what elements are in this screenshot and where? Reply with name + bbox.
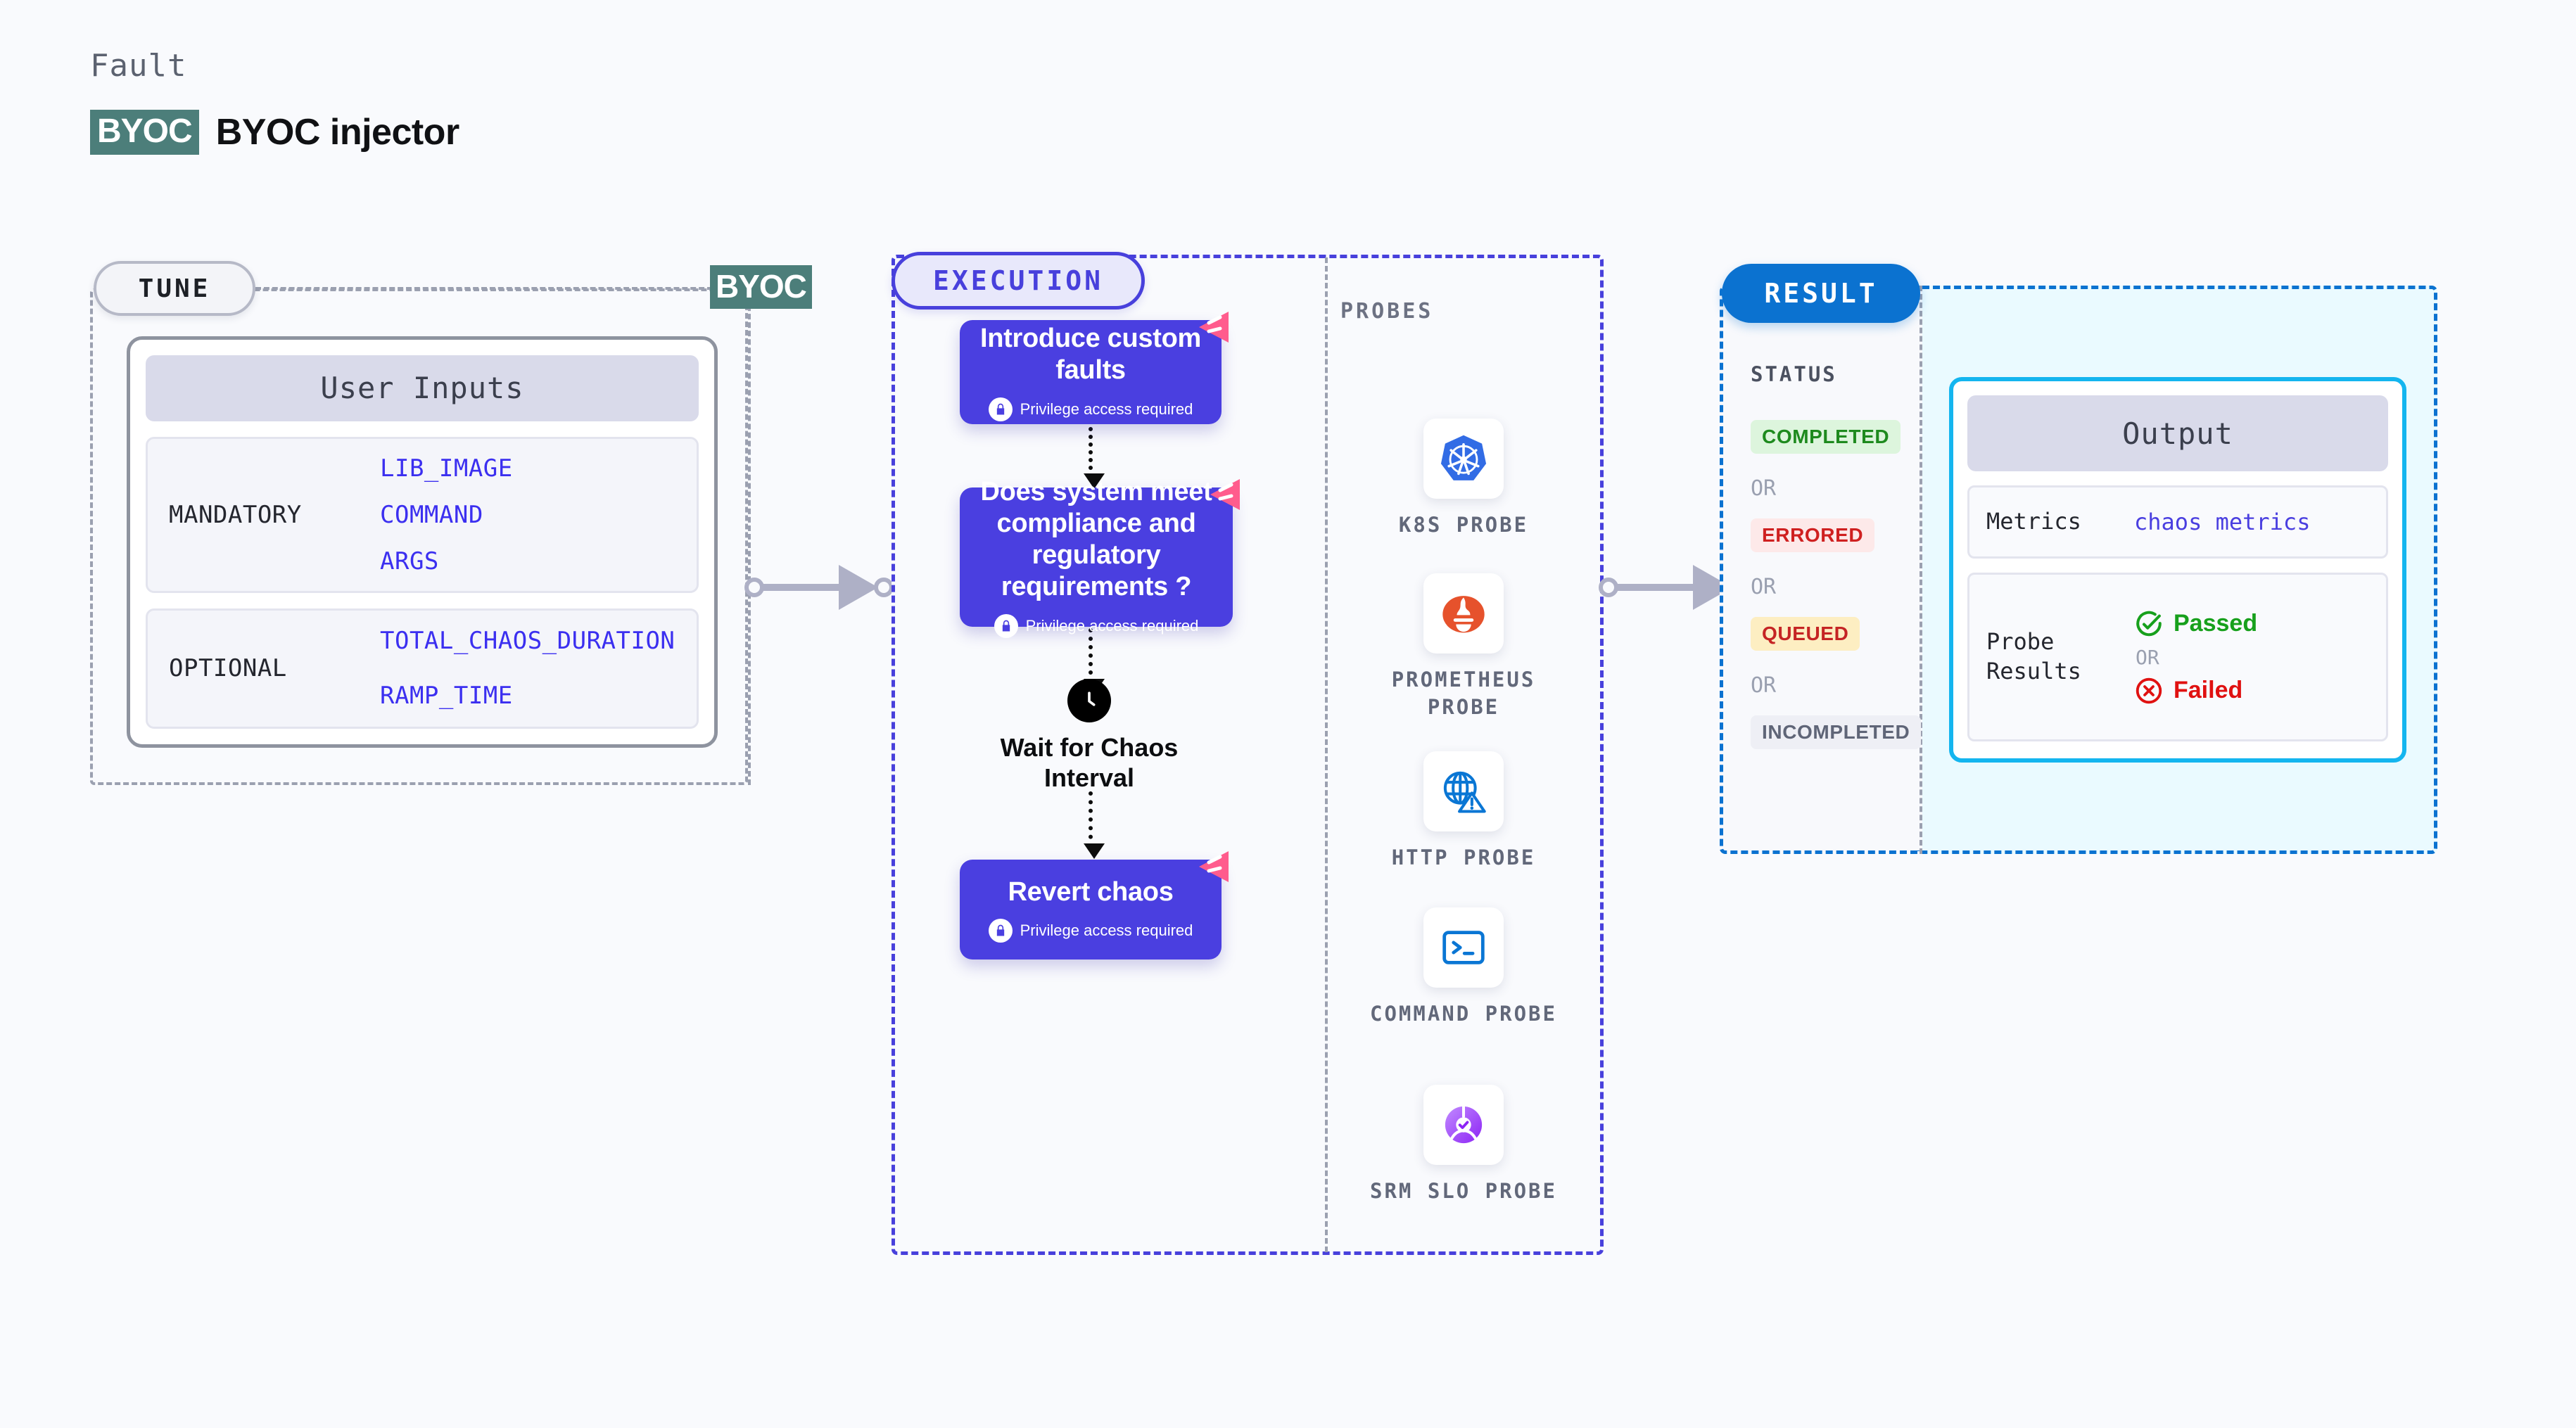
input-variable: RAMP_TIME — [380, 682, 513, 710]
connector-arrowhead — [839, 565, 878, 610]
user-inputs-card: User Inputs MANDATORY LIB_IMAGE COMMAND … — [127, 336, 718, 748]
connector-start-dot — [1599, 578, 1618, 597]
x-circle-icon — [2134, 676, 2164, 706]
harness-logo-icon — [1199, 312, 1229, 343]
metrics-value[interactable]: chaos metrics — [2134, 509, 2311, 535]
connector-tune-to-execution — [744, 565, 894, 610]
status-panel — [1720, 286, 1920, 854]
byoc-connector-badge: BYOC — [710, 265, 812, 310]
user-inputs-header: User Inputs — [146, 355, 699, 421]
kubernetes-icon — [1423, 419, 1504, 499]
input-variable: COMMAND — [380, 500, 483, 529]
optional-inputs-group: OPTIONAL TOTAL_CHAOS_DURATION RAMP_TIME — [146, 608, 699, 729]
status-badge-incompleted: INCOMPLETED — [1751, 715, 1922, 749]
clock-icon — [1067, 679, 1111, 722]
output-header: Output — [1967, 395, 2388, 471]
input-variable: LIB_IMAGE — [380, 454, 513, 483]
page-title-row: BYOC BYOC injector — [90, 110, 459, 155]
metrics-key: Metrics — [1986, 508, 2081, 535]
wait-for-chaos-interval-node[interactable]: Wait for Chaos Interval — [984, 679, 1195, 793]
privilege-text: Privilege access required — [1020, 922, 1193, 940]
mandatory-values: LIB_IMAGE COMMAND ARGS — [380, 454, 513, 575]
status-badge-text: ERRORED — [1751, 518, 1875, 552]
failed-label: Failed — [2174, 677, 2243, 703]
step-title: Does system meet compliance and regulato… — [980, 477, 1212, 601]
optional-values: TOTAL_CHAOS_DURATION RAMP_TIME — [380, 627, 675, 710]
result-label: RESULT — [1722, 264, 1920, 323]
tune-label: TUNE — [94, 261, 255, 316]
probes-section-title: PROBES — [1340, 299, 1434, 324]
output-row-probe-results: Probe Results Passed OR — [1967, 573, 2388, 741]
probe-result-passed: Passed — [2134, 609, 2257, 639]
fault-eyebrow: Fault — [90, 48, 187, 84]
flow-arrow-3 — [1084, 791, 1105, 859]
execution-step-introduce-faults[interactable]: Introduce custom faults Privilege access… — [960, 312, 1229, 424]
probe-label: K8S PROBE — [1398, 513, 1529, 537]
status-badge-queued: QUEUED — [1751, 617, 1860, 651]
passed-label: Passed — [2174, 610, 2258, 637]
input-variable: TOTAL_CHAOS_DURATION — [380, 627, 675, 656]
step-title: Introduce custom faults — [979, 324, 1201, 385]
probe-command[interactable]: COMMAND PROBE — [1358, 907, 1569, 1028]
probe-results-values: Passed OR Failed — [2134, 609, 2257, 706]
probe-result-or: OR — [2136, 645, 2159, 669]
privilege-note: Privilege access required — [988, 919, 1193, 943]
status-or-2: OR — [1751, 575, 1777, 599]
byoc-logo-badge: BYOC — [90, 110, 199, 155]
probe-label: HTTP PROBE — [1391, 846, 1536, 869]
output-card: Output Metrics chaos metrics Probe Resul… — [1949, 377, 2406, 763]
lock-icon — [988, 397, 1013, 421]
execution-step-revert-chaos[interactable]: Revert chaos Privilege access required — [960, 851, 1229, 960]
probe-srm-slo[interactable]: SRM SLO PROBE — [1358, 1085, 1569, 1205]
privilege-text: Privilege access required — [1025, 616, 1199, 635]
status-or-1: OR — [1751, 476, 1777, 501]
wait-node-label: Wait for Chaos Interval — [1000, 733, 1179, 793]
privilege-note: Privilege access required — [988, 397, 1193, 421]
tune-top-dashed-line — [255, 287, 713, 290]
terminal-icon — [1423, 907, 1504, 988]
connector-start-dot — [744, 578, 764, 597]
probe-label: SRM SLO PROBE — [1370, 1179, 1557, 1203]
tune-right-dashed-line — [748, 288, 751, 785]
srm-slo-icon — [1423, 1085, 1504, 1165]
output-row-metrics: Metrics chaos metrics — [1967, 485, 2388, 559]
connector-end-dot — [874, 578, 894, 597]
probe-http[interactable]: HTTP PROBE — [1358, 751, 1569, 872]
status-badge-text: QUEUED — [1751, 617, 1860, 651]
execution-probes-divider — [1325, 257, 1328, 1252]
status-badge-text: INCOMPLETED — [1751, 715, 1922, 749]
check-circle-icon — [2134, 609, 2164, 639]
status-badge-completed: COMPLETED — [1751, 420, 1901, 454]
probe-result-failed: Failed — [2134, 676, 2257, 706]
status-or-3: OR — [1751, 673, 1777, 698]
lock-icon — [994, 613, 1018, 638]
lock-icon — [988, 919, 1013, 943]
mandatory-label: MANDATORY — [169, 500, 302, 529]
execution-step-compliance-check[interactable]: Does system meet compliance and regulato… — [960, 477, 1240, 638]
input-variable: ARGS — [380, 547, 439, 575]
probe-label: COMMAND PROBE — [1370, 1002, 1557, 1026]
harness-logo-icon — [1199, 851, 1229, 882]
status-badge-errored: ERRORED — [1751, 518, 1875, 552]
connector-line — [754, 584, 853, 591]
prometheus-icon — [1423, 573, 1504, 654]
status-output-divider — [1920, 286, 1922, 854]
optional-label: OPTIONAL — [169, 654, 287, 683]
probe-results-key: Probe Results — [1986, 628, 2081, 684]
mandatory-inputs-group: MANDATORY LIB_IMAGE COMMAND ARGS — [146, 436, 699, 593]
execution-label: EXECUTION — [892, 252, 1145, 310]
step-title: Revert chaos — [1008, 876, 1174, 907]
page-title: BYOC injector — [215, 112, 460, 153]
probe-k8s[interactable]: K8S PROBE — [1358, 419, 1569, 539]
privilege-note: Privilege access required — [994, 613, 1199, 638]
privilege-text: Privilege access required — [1020, 400, 1193, 418]
flow-arrow-1 — [1084, 427, 1105, 489]
harness-logo-icon — [1210, 479, 1240, 510]
globe-warning-icon — [1423, 751, 1504, 831]
probe-label: PROMETHEUS PROBE — [1391, 668, 1536, 720]
status-badge-text: COMPLETED — [1751, 420, 1901, 454]
connector-line — [1609, 584, 1707, 591]
probe-prometheus[interactable]: PROMETHEUS PROBE — [1358, 573, 1569, 721]
status-title: STATUS — [1751, 362, 1837, 386]
